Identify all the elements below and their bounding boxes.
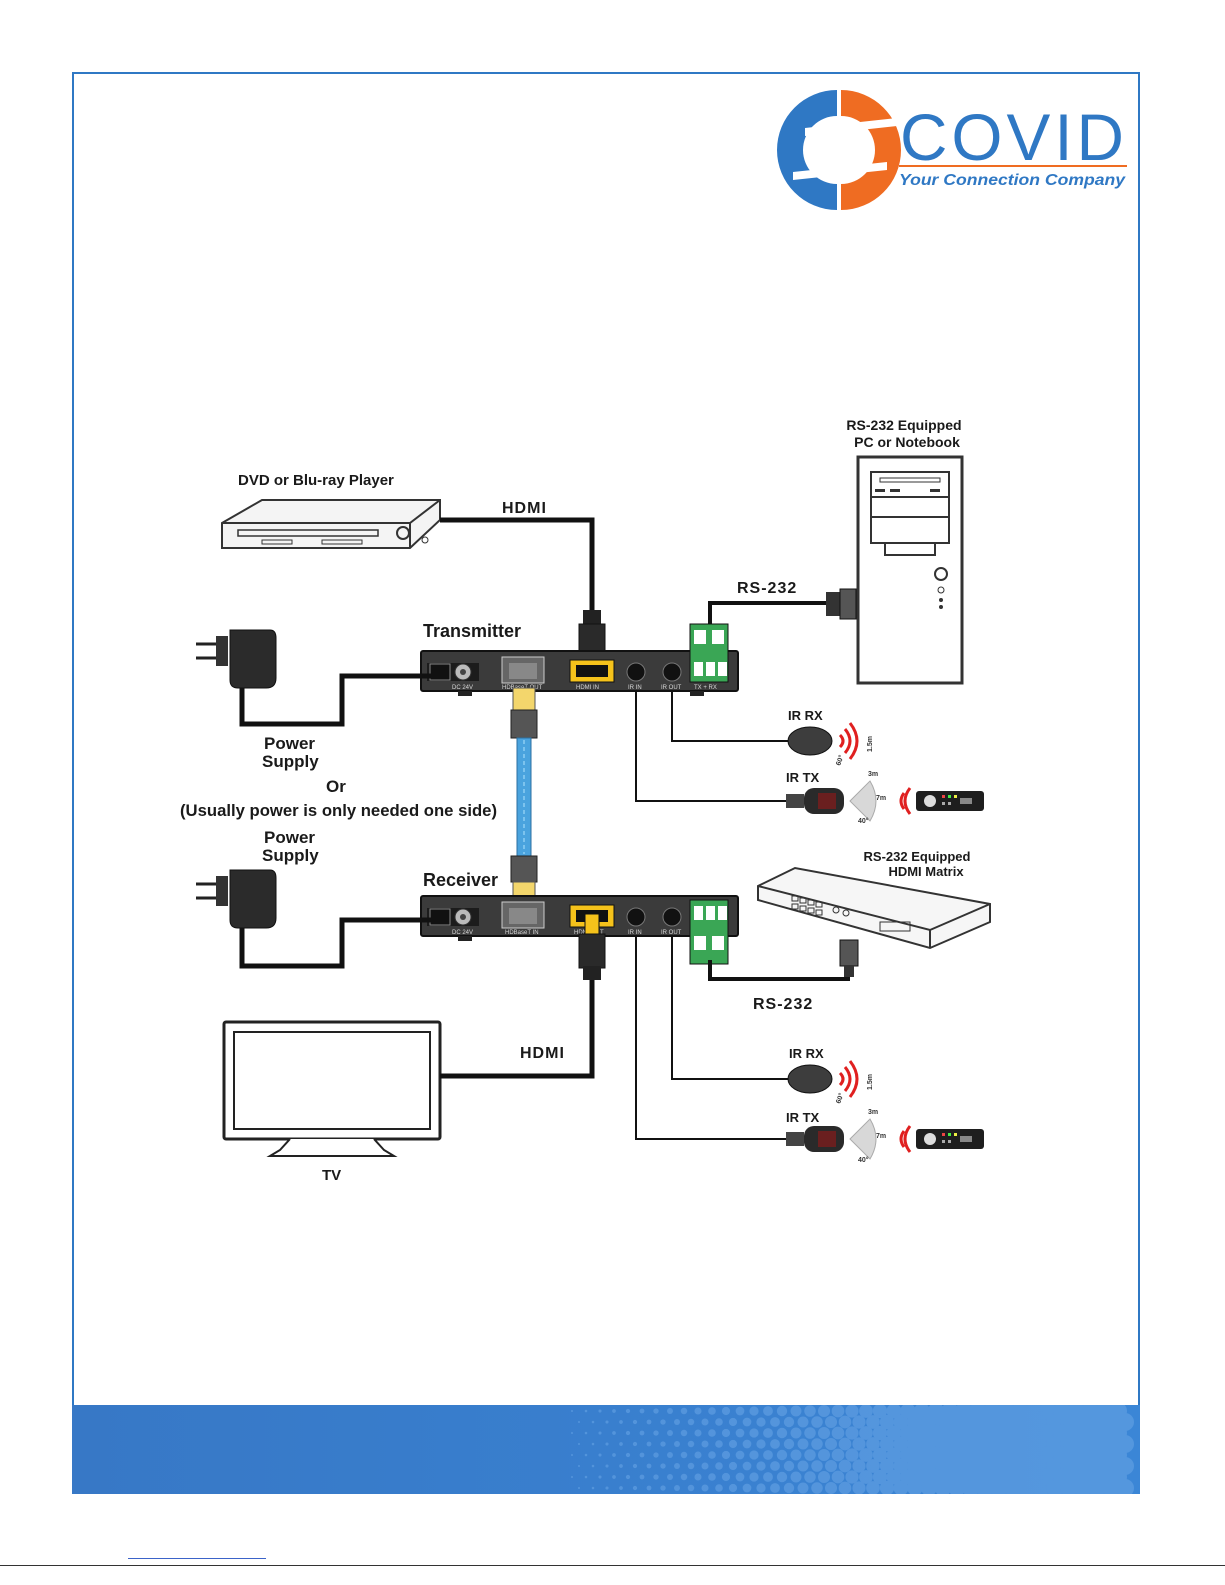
tx-port-dc: DC 24V bbox=[452, 685, 473, 691]
ir-rx-top-angle: 60° bbox=[834, 754, 845, 767]
rx-port-ir-in: IR IN bbox=[628, 930, 642, 936]
ir-signal-bottom-icon bbox=[838, 1060, 859, 1098]
rx-port-ir-out: IR OUT bbox=[661, 930, 682, 936]
remote-control-top-icon bbox=[899, 787, 984, 815]
rs232-top-label: RS-232 bbox=[737, 580, 797, 597]
bottom-rule bbox=[0, 1565, 1225, 1566]
ir-tx-bottom-beam-icon bbox=[849, 1118, 877, 1160]
hdmi-top-label: HDMI bbox=[502, 500, 547, 517]
rs232-cable-bottom bbox=[708, 960, 850, 981]
hdmi-cable-top bbox=[440, 517, 595, 620]
tx-port-rs232: TX + RX bbox=[694, 685, 717, 691]
ir-signal-top-icon bbox=[838, 722, 859, 760]
db9-connector-bottom-icon bbox=[839, 939, 859, 977]
ir-rx-bottom-angle: 60° bbox=[834, 1092, 845, 1105]
ir-tx-top-beam-icon bbox=[849, 780, 877, 822]
footer-band bbox=[72, 1405, 1140, 1494]
ir-tx-bottom-icon bbox=[786, 1126, 844, 1152]
ir-tx-top-near: 3m bbox=[868, 771, 878, 778]
power-top-line1: Power bbox=[264, 734, 315, 753]
receiver-unit bbox=[420, 895, 739, 965]
ir-tx-cable-bottom bbox=[635, 936, 790, 1140]
ir-rx-bottom-label: IR RX bbox=[789, 1046, 824, 1061]
logo-tagline-text: Your Connection Company bbox=[899, 172, 1126, 189]
hdmi-bottom-label: HDMI bbox=[520, 1045, 565, 1062]
hdmi-cable-bottom bbox=[440, 980, 595, 1079]
ir-rx-cable-bottom bbox=[671, 936, 790, 1080]
logo-ring-icon bbox=[777, 90, 901, 210]
rs232-bottom-label: RS-232 bbox=[753, 996, 813, 1013]
tv-label: TV bbox=[322, 1167, 341, 1184]
db9-connector-top-icon bbox=[826, 588, 857, 620]
power-adapter-top-icon bbox=[196, 629, 277, 689]
pc-tower-icon bbox=[856, 455, 964, 685]
tx-port-ir-in: IR IN bbox=[628, 685, 642, 691]
matrix-label-line1: RS-232 Equipped bbox=[864, 849, 971, 864]
pc-label-line1: RS-232 Equipped bbox=[846, 417, 961, 433]
tv-icon bbox=[222, 1020, 442, 1157]
power-bottom-line1: Power bbox=[264, 828, 315, 847]
ir-rx-top-distance: 1.5m bbox=[867, 736, 874, 752]
ir-tx-bottom-label: IR TX bbox=[786, 1110, 820, 1125]
rs232-cable-top bbox=[708, 601, 836, 628]
ir-tx-bottom-near: 3m bbox=[868, 1109, 878, 1116]
dvd-label: DVD or Blu-ray Player bbox=[238, 472, 394, 489]
ir-tx-top-icon bbox=[786, 788, 844, 814]
footer-link-underline[interactable] bbox=[128, 1557, 266, 1559]
power-note: (Usually power is only needed one side) bbox=[180, 801, 497, 820]
matrix-label-line2: HDMI Matrix bbox=[888, 864, 964, 879]
power-top-line2: Supply bbox=[262, 752, 319, 771]
rx-port-hdbaset-in: HDBaseT IN bbox=[505, 930, 539, 936]
pc-label-line2: PC or Notebook bbox=[854, 434, 960, 450]
ir-rx-cable-top bbox=[671, 690, 790, 742]
ir-rx-top-label: IR RX bbox=[788, 708, 823, 723]
power-adapter-bottom-icon bbox=[196, 869, 277, 929]
hdbaset-cable bbox=[510, 687, 538, 903]
power-cable-top bbox=[239, 673, 432, 727]
remote-control-bottom-icon bbox=[899, 1125, 984, 1153]
ir-tx-top-angle: 40° bbox=[858, 817, 869, 825]
ir-rx-top-icon bbox=[787, 726, 833, 756]
ir-tx-bottom-angle: 40° bbox=[858, 1156, 869, 1164]
power-bottom-line2: Supply bbox=[262, 846, 319, 865]
dvd-player-icon bbox=[221, 499, 441, 549]
covid-logo: COVID Your Connection Company bbox=[777, 90, 1128, 210]
power-cable-bottom bbox=[239, 917, 432, 969]
ir-tx-top-label: IR TX bbox=[786, 770, 820, 785]
transmitter-unit bbox=[420, 623, 739, 696]
tx-port-hdmi-in: HDMI IN bbox=[576, 685, 599, 691]
transmitter-label: Transmitter bbox=[423, 621, 521, 641]
rx-port-dc: DC 24V bbox=[452, 930, 473, 936]
logo-brand-text: COVID bbox=[900, 100, 1128, 174]
receiver-label: Receiver bbox=[423, 870, 498, 890]
hdmi-plug-bottom-icon bbox=[578, 913, 606, 980]
or-label: Or bbox=[326, 777, 346, 796]
page-frame bbox=[72, 72, 1140, 1494]
ir-tx-cable-top bbox=[635, 690, 790, 802]
ir-tx-bottom-far: 7m bbox=[876, 1133, 886, 1140]
hdmi-matrix-icon bbox=[757, 866, 991, 950]
ir-rx-bottom-icon bbox=[787, 1064, 833, 1094]
ir-tx-top-far: 7m bbox=[876, 795, 886, 802]
tx-port-ir-out: IR OUT bbox=[661, 685, 682, 691]
ir-rx-bottom-distance: 1.5m bbox=[867, 1074, 874, 1090]
